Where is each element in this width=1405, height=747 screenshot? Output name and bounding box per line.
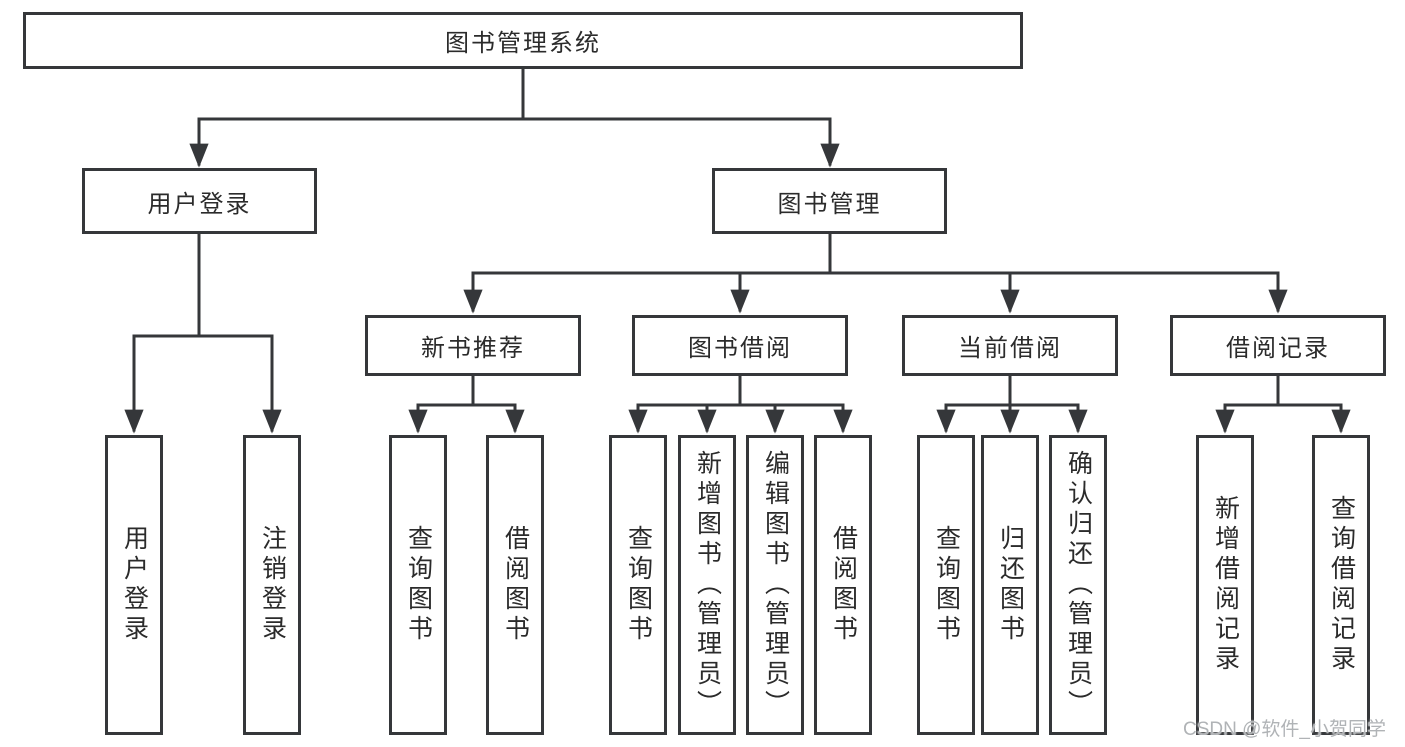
node-leaf-cb-confirm-return-admin-label: 确认归还（管理员）: [1064, 450, 1093, 720]
node-user-login-label: 用户登录: [147, 190, 252, 218]
node-current-borrowing: 当前借阅: [902, 315, 1118, 376]
node-book-borrowing: 图书借阅: [632, 315, 848, 376]
watermark-text: CSDN @软件_小贺同学: [1183, 719, 1386, 740]
node-leaf-bb-query-books: 查询图书: [609, 435, 667, 735]
node-new-book-recommendation-label: 新书推荐: [421, 335, 525, 362]
node-leaf-bb-add-books-admin: 新增图书（管理员）: [678, 435, 736, 735]
node-leaf-nbr-query-books: 查询图书: [389, 435, 447, 735]
node-leaf-nbr-query-books-label: 查询图书: [404, 525, 433, 645]
node-leaf-user-login-label: 用户登录: [120, 525, 149, 645]
node-leaf-bb-borrow-books-label: 借阅图书: [829, 525, 858, 645]
node-leaf-bb-borrow-books: 借阅图书: [814, 435, 872, 735]
node-library-system-label: 图书管理系统: [445, 30, 601, 57]
node-leaf-cb-confirm-return-admin: 确认归还（管理员）: [1049, 435, 1107, 735]
node-leaf-cb-query-books-label: 查询图书: [932, 525, 961, 645]
node-book-borrowing-label: 图书借阅: [688, 335, 792, 362]
node-leaf-cb-return-books: 归还图书: [981, 435, 1039, 735]
node-leaf-bb-edit-books-admin-label: 编辑图书（管理员）: [761, 450, 790, 720]
connector-rails: [132, 67, 1343, 407]
node-leaf-cb-return-books-label: 归还图书: [996, 525, 1025, 645]
node-new-book-recommendation: 新书推荐: [365, 315, 581, 376]
node-leaf-bb-add-books-admin-label: 新增图书（管理员）: [693, 450, 722, 720]
node-leaf-nbr-borrow-books: 借阅图书: [486, 435, 544, 735]
node-borrowing-records-label: 借阅记录: [1226, 335, 1330, 362]
node-leaf-cb-query-books: 查询图书: [917, 435, 975, 735]
node-leaf-user-login: 用户登录: [105, 435, 163, 735]
node-library-system: 图书管理系统: [23, 12, 1023, 69]
node-leaf-logout-label: 注销登录: [258, 525, 287, 645]
node-leaf-br-query-record: 查询借阅记录: [1312, 435, 1370, 735]
node-leaf-br-query-record-label: 查询借阅记录: [1327, 495, 1356, 675]
node-current-borrowing-label: 当前借阅: [958, 335, 1062, 362]
node-user-login: 用户登录: [82, 168, 317, 234]
node-borrowing-records: 借阅记录: [1170, 315, 1386, 376]
node-leaf-br-add-record: 新增借阅记录: [1196, 435, 1254, 735]
node-leaf-bb-edit-books-admin: 编辑图书（管理员）: [746, 435, 804, 735]
node-leaf-br-add-record-label: 新增借阅记录: [1211, 495, 1240, 675]
node-book-management-label: 图书管理: [777, 190, 882, 218]
node-leaf-logout: 注销登录: [243, 435, 301, 735]
node-leaf-bb-query-books-label: 查询图书: [624, 525, 653, 645]
node-leaf-nbr-borrow-books-label: 借阅图书: [501, 525, 530, 645]
node-book-management: 图书管理: [712, 168, 947, 234]
